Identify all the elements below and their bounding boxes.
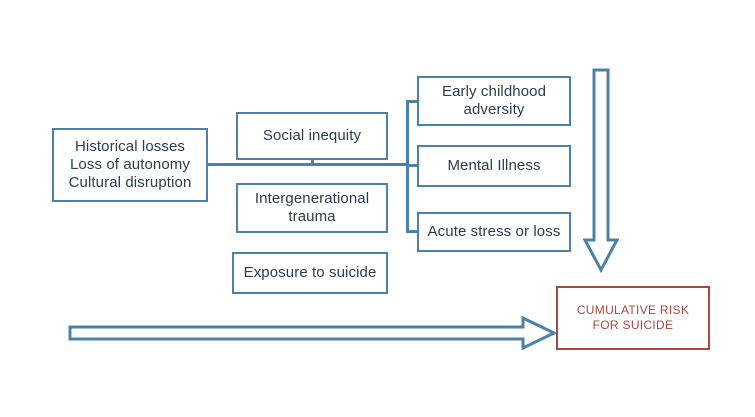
node-social-inequity-label: Social inequity bbox=[262, 127, 362, 145]
node-mental-illness-label: Mental Illness bbox=[447, 157, 541, 175]
node-cumulative-risk-for-suicide-label: CUMULATIVE RISK FOR SUICIDE bbox=[576, 303, 690, 332]
node-acute-stress-or-loss-label: Acute stress or loss bbox=[427, 223, 561, 241]
node-mental-illness[interactable]: Mental Illness bbox=[417, 145, 571, 187]
node-early-childhood-adversity[interactable]: Early childhood adversity bbox=[417, 76, 571, 126]
node-historical-losses-label: Historical losses Loss of autonomy Cultu… bbox=[68, 137, 192, 192]
connector-origin-to-fanout bbox=[208, 163, 408, 166]
connector-stem-to-social-inequity bbox=[311, 160, 314, 165]
node-cumulative-risk-for-suicide[interactable]: CUMULATIVE RISK FOR SUICIDE bbox=[556, 286, 710, 350]
connector-branch-acute-stress-or-loss bbox=[406, 230, 419, 233]
connector-branch-mental-illness bbox=[406, 164, 419, 167]
down-block-arrow-icon bbox=[583, 68, 619, 273]
node-intergenerational-trauma[interactable]: Intergenerational trauma bbox=[236, 183, 388, 233]
node-social-inequity[interactable]: Social inequity bbox=[236, 112, 388, 160]
node-exposure-to-suicide[interactable]: Exposure to suicide bbox=[232, 252, 388, 294]
right-block-arrow-icon bbox=[68, 316, 556, 350]
node-historical-losses[interactable]: Historical losses Loss of autonomy Cultu… bbox=[52, 128, 208, 202]
connector-branch-early-childhood-adversity bbox=[406, 100, 419, 103]
node-acute-stress-or-loss[interactable]: Acute stress or loss bbox=[417, 212, 571, 252]
node-intergenerational-trauma-label: Intergenerational trauma bbox=[254, 189, 370, 225]
node-early-childhood-adversity-label: Early childhood adversity bbox=[441, 82, 547, 118]
node-exposure-to-suicide-label: Exposure to suicide bbox=[243, 264, 377, 282]
